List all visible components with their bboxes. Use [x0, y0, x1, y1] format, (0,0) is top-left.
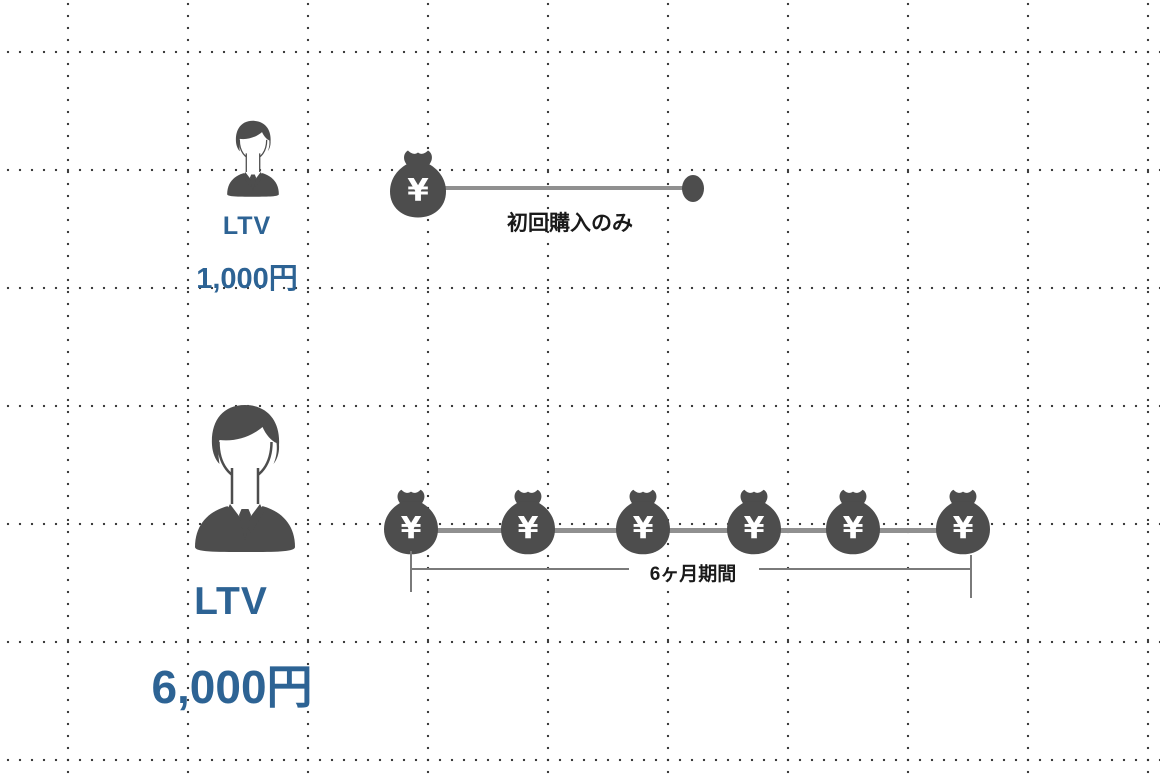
ltv-value-bottom: 6,000円 [151, 661, 313, 713]
yen-symbol: ¥ [952, 511, 974, 546]
person-icon [226, 120, 280, 197]
ltv-label-top: LTV [222, 212, 272, 240]
money-bag-icon-4: ¥ [727, 489, 781, 555]
timeline-line-bottom [415, 528, 975, 533]
period-bracket-tick-right [970, 555, 972, 598]
timeline-endpoint-dot [682, 175, 704, 202]
ltv-label-bottom: LTV [194, 580, 268, 623]
money-bag-icon-1: ¥ [384, 489, 438, 555]
period-bracket-line-right [759, 568, 971, 570]
yen-symbol: ¥ [743, 511, 765, 546]
yen-symbol: ¥ [842, 511, 864, 546]
customer-icon-large [185, 402, 305, 552]
period-bracket-line-left [411, 568, 629, 570]
period-label: 6ヶ月期間 [649, 564, 737, 585]
customer-icon-small [222, 119, 284, 197]
yen-symbol: ¥ [400, 511, 422, 546]
yen-symbol: ¥ [517, 511, 539, 546]
yen-symbol: ¥ [407, 173, 429, 209]
yen-symbol: ¥ [632, 511, 654, 546]
money-bag-icon-3: ¥ [616, 489, 670, 555]
timeline-line-top [428, 186, 688, 190]
ltv-value-top: 1,000円 [196, 263, 298, 295]
person-icon [193, 403, 297, 552]
first-purchase-note: 初回購入のみ [507, 212, 633, 235]
money-bag-icon-5: ¥ [826, 489, 880, 555]
period-bracket-tick-left [410, 551, 412, 592]
money-bag-icon-top: ¥ [390, 150, 446, 218]
money-bag-icon-6: ¥ [936, 489, 990, 555]
money-bag-icon-2: ¥ [501, 489, 555, 555]
